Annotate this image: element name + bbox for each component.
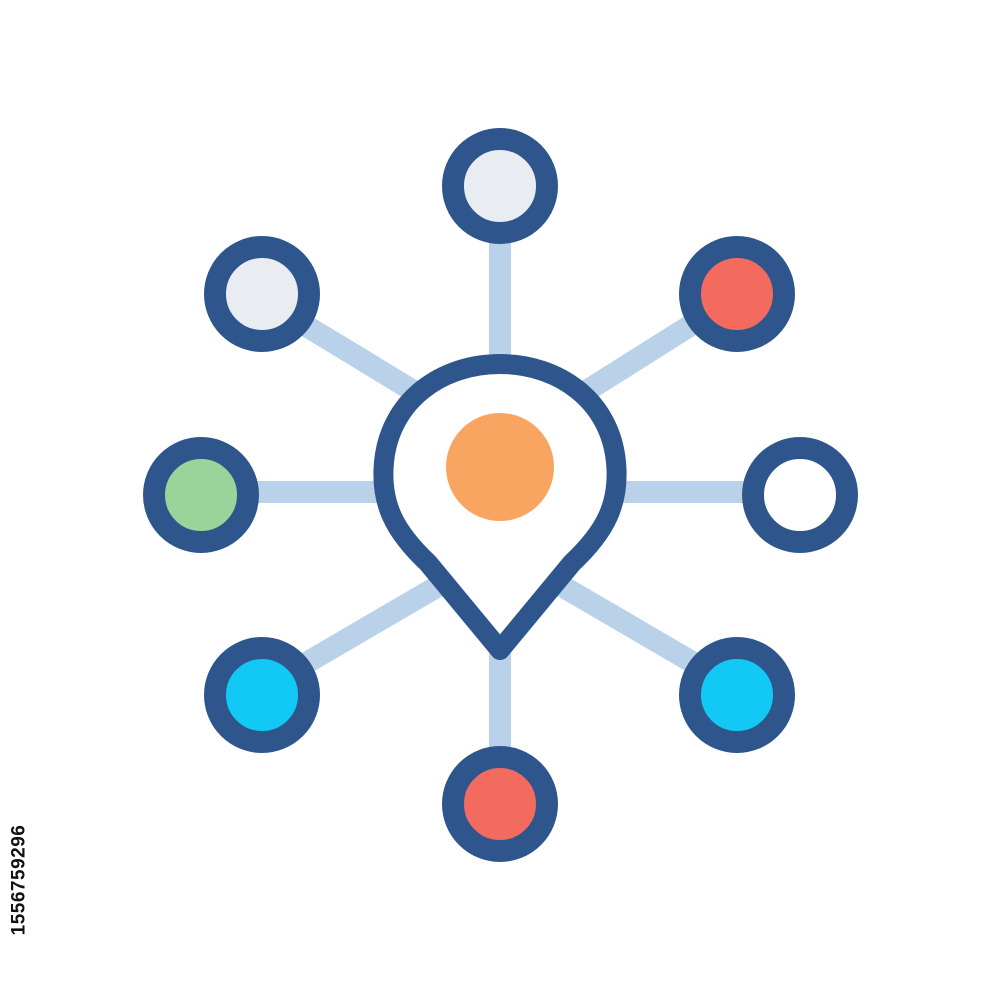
node-top-left (204, 236, 320, 352)
connector-lines (247, 229, 753, 759)
node-top (442, 128, 558, 244)
node-left (143, 437, 259, 553)
connector-bottom-left (297, 571, 456, 673)
node-right (742, 437, 858, 553)
stock-id-text: 1556759296 (8, 824, 30, 936)
node-bottom-right (679, 637, 795, 753)
node-bottom-left (204, 637, 320, 753)
network-nodes (143, 128, 858, 862)
connector-top-left (297, 316, 431, 406)
node-top-right (679, 236, 795, 352)
node-bottom (442, 746, 558, 862)
connector-bottom-right (544, 571, 703, 673)
connector-top-right (569, 316, 699, 406)
pin-center-dot (446, 413, 554, 521)
stock-id-label: 1556759296 (3, 760, 35, 1000)
